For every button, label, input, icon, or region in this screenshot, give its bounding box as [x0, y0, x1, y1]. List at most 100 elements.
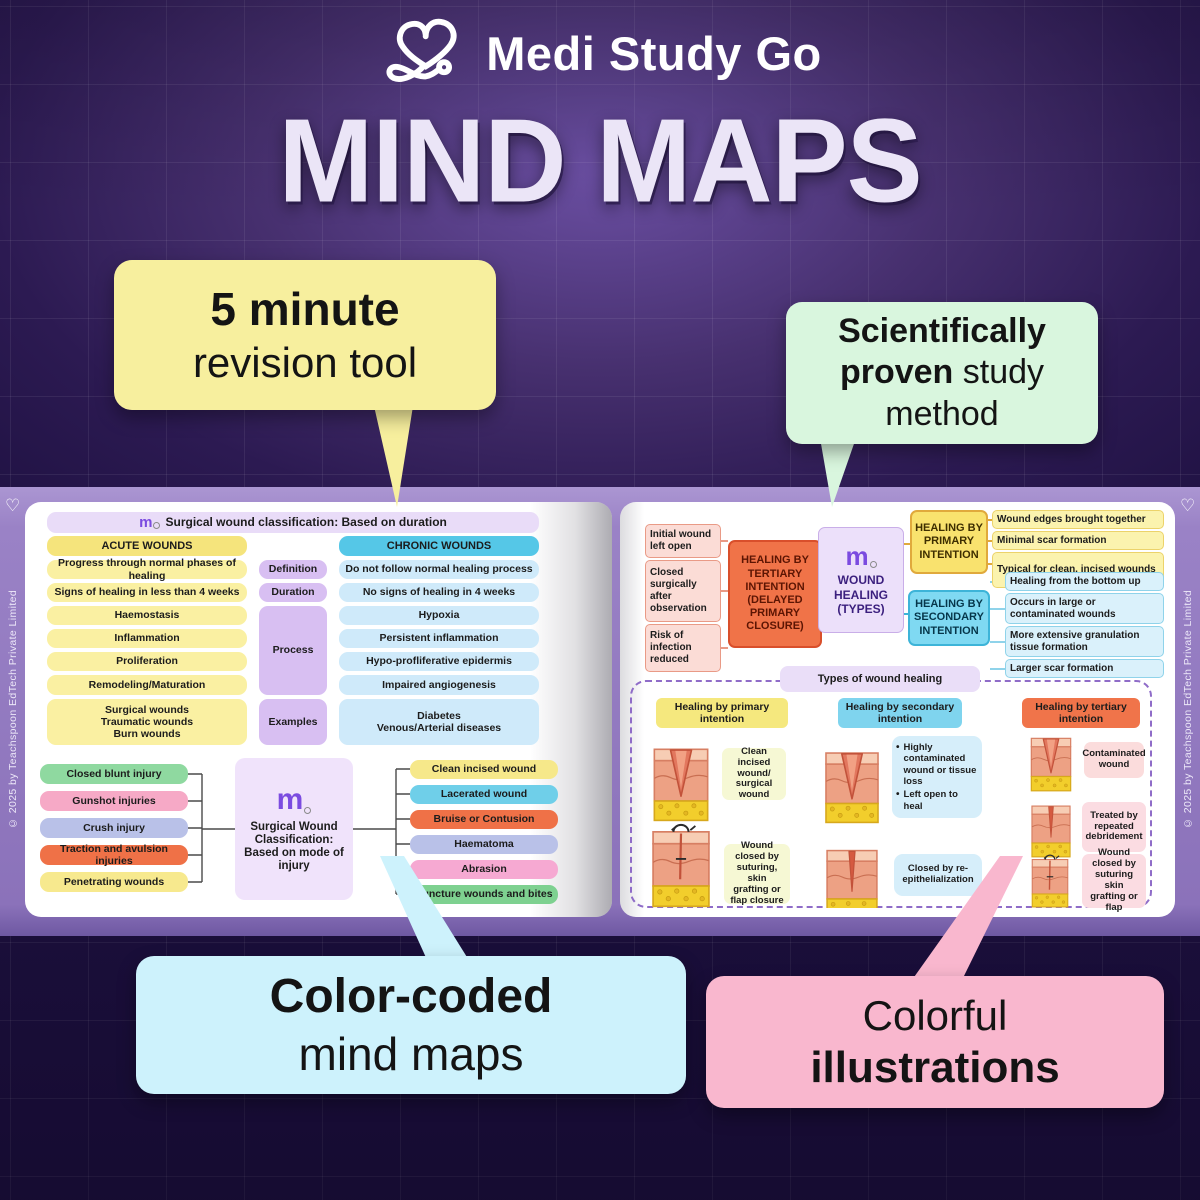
- medi-m-icon: m: [845, 543, 877, 569]
- wound-healing-center-node: m WOUND HEALING (TYPES): [818, 527, 904, 633]
- tertiary-detail: Risk of infection reduced: [645, 624, 721, 672]
- center-node-text: WOUND HEALING (TYPES): [834, 573, 888, 617]
- middle-label: Examples: [259, 699, 327, 745]
- secondary-detail: Larger scar formation: [1005, 659, 1164, 678]
- callout-line: illustrations: [810, 1042, 1060, 1092]
- right-page-content: Initial wound left open Closed surgicall…: [620, 502, 1175, 917]
- bullet-item: •Highly contaminated wound or tissue los…: [896, 742, 978, 788]
- secondary-intention-node: HEALING BY SECONDARY INTENTION: [908, 590, 990, 646]
- types-primary-label: Wound closed by suturing, skin grafting …: [724, 840, 790, 906]
- callout-line: method: [885, 394, 999, 433]
- injury-left-item: Traction and avulsion injuries: [40, 843, 188, 867]
- wound-sutured-illustration: [1022, 852, 1078, 908]
- brand-name: Medi Study Go: [486, 26, 822, 80]
- chronic-item: Impaired angiogenesis: [339, 675, 539, 695]
- types-panel-title: Types of wound healing: [780, 666, 980, 692]
- acute-item: Haemostasis: [47, 606, 247, 625]
- acute-wounds-header: ACUTE WOUNDS: [47, 536, 247, 556]
- poster-title: MIND MAPS: [278, 95, 922, 228]
- wound-sutured-illustration: [645, 820, 717, 908]
- bullet-item: •Left open to heal: [896, 789, 978, 812]
- copyright-left: © 2025 by Teachspoon EdTech Private Limi…: [7, 589, 19, 830]
- bullet-text: Left open to heal: [903, 789, 958, 812]
- chronic-item: Diabetes Venous/Arterial diseases: [339, 699, 539, 745]
- medi-m-icon: m: [139, 515, 161, 530]
- callout-color-coded: Color-coded mind maps: [136, 956, 686, 1094]
- bullet-text: Highly contaminated wound or tissue loss: [903, 741, 977, 787]
- injury-left-item: Closed blunt injury: [40, 764, 188, 784]
- secondary-detail: More extensive granulation tissue format…: [1005, 626, 1164, 657]
- callout-line: Color-coded: [269, 969, 553, 1023]
- primary-detail: Minimal scar formation: [992, 531, 1164, 550]
- wound-narrow-illustration: [1024, 798, 1078, 858]
- acute-item: Signs of healing in less than 4 weeks: [47, 583, 247, 602]
- callout-illustrations: Colorful illustrations: [706, 976, 1164, 1108]
- medi-m-icon: m: [277, 784, 312, 815]
- left-page-content: m Surgical wound classification: Based o…: [25, 502, 612, 917]
- types-primary-header: Healing by primary intention: [656, 698, 788, 728]
- duration-map-title: m Surgical wound classification: Based o…: [47, 512, 539, 533]
- corner-logo-icon: ♡: [5, 496, 21, 515]
- wound-narrow-illustration: [818, 840, 886, 908]
- types-secondary-header: Healing by secondary intention: [838, 698, 962, 728]
- chronic-item: No signs of healing in 4 weeks: [339, 583, 539, 602]
- injury-map-center-node: m Surgical Wound Classification: Based o…: [235, 758, 353, 900]
- normal-word: study: [953, 353, 1045, 392]
- callout-line: Scientifically: [838, 311, 1046, 350]
- secondary-detail: Occurs in large or contaminated wounds: [1005, 593, 1164, 624]
- callout-line: revision tool: [192, 339, 418, 387]
- injury-left-item: Penetrating wounds: [40, 872, 188, 892]
- injury-left-item: Crush injury: [40, 818, 188, 838]
- bullet-icon: •: [896, 741, 900, 753]
- bold-word: proven: [839, 353, 954, 392]
- corner-logo-icon: ♡: [1180, 496, 1196, 515]
- tertiary-detail: Closed surgically after observation: [645, 560, 721, 622]
- wound-open-illustration: [818, 742, 886, 824]
- callout-line: proven study: [786, 352, 1098, 393]
- middle-label: Duration: [259, 583, 327, 602]
- acute-item: Proliferation: [47, 652, 247, 671]
- brand-row: Medi Study Go: [0, 14, 1200, 92]
- types-secondary-bullets: •Highly contaminated wound or tissue los…: [892, 736, 982, 818]
- brand-logo-icon: [386, 18, 457, 82]
- chronic-item: Do not follow normal healing process: [339, 560, 539, 579]
- callout-revision-tool: 5 minute revision tool: [114, 260, 496, 410]
- chronic-wounds-header: CHRONIC WOUNDS: [339, 536, 539, 556]
- chronic-item: Hypoxia: [339, 606, 539, 625]
- injury-right-item: Bruise or Contusion: [410, 810, 558, 829]
- tertiary-detail: Initial wound left open: [645, 524, 721, 558]
- callout-line: Colorful: [862, 991, 1008, 1039]
- chronic-item: Persistent inflammation: [339, 629, 539, 648]
- primary-detail: Wound edges brought together: [992, 510, 1164, 529]
- acute-item: Inflammation: [47, 629, 247, 648]
- injury-right-item: Haematoma: [410, 835, 558, 854]
- middle-label: Definition: [259, 560, 327, 579]
- tertiary-intention-node: HEALING BY TERTIARY INTENTION (DELAYED P…: [728, 540, 822, 648]
- acute-item: Surgical wounds Traumatic wounds Burn wo…: [47, 699, 247, 745]
- callout-line: mind maps: [298, 1028, 524, 1081]
- title-text: Surgical wound classification: Based on …: [165, 514, 447, 529]
- callout-scientific: Scientifically proven study method: [786, 302, 1098, 444]
- types-tertiary-label: Treated by repeated debridement: [1082, 802, 1146, 852]
- bullet-icon: •: [896, 789, 900, 801]
- injury-left-item: Gunshot injuries: [40, 791, 188, 811]
- types-tertiary-label: Contaminated wound: [1082, 742, 1146, 778]
- acute-item: Remodeling/Maturation: [47, 675, 247, 695]
- injury-right-item: Lacerated wound: [410, 785, 558, 804]
- types-tertiary-label: Wound closed by suturing skin grafting o…: [1082, 847, 1146, 913]
- types-tertiary-header: Healing by tertiary intention: [1022, 698, 1140, 728]
- acute-item: Progress through normal phases of healin…: [47, 557, 247, 582]
- secondary-detail: Healing from the bottom up: [1005, 572, 1164, 591]
- center-node-text: Surgical Wound Classification: Based on …: [244, 820, 344, 873]
- callout-line: 5 minute: [210, 283, 400, 336]
- wound-open-illustration: [648, 738, 714, 822]
- copyright-right: © 2025 by Teachspoon EdTech Private Limi…: [1182, 589, 1194, 830]
- chronic-item: Hypo-profliferative epidermis: [339, 652, 539, 671]
- types-primary-label: Clean incised wound/ surgical wound: [722, 746, 786, 800]
- types-secondary-label: Closed by re-epithelialization: [894, 854, 982, 896]
- injury-right-item: Abrasion: [410, 860, 558, 879]
- middle-label: Process: [259, 606, 327, 695]
- injury-right-item: Clean incised wound: [410, 760, 558, 779]
- wound-open-illustration: [1024, 730, 1078, 792]
